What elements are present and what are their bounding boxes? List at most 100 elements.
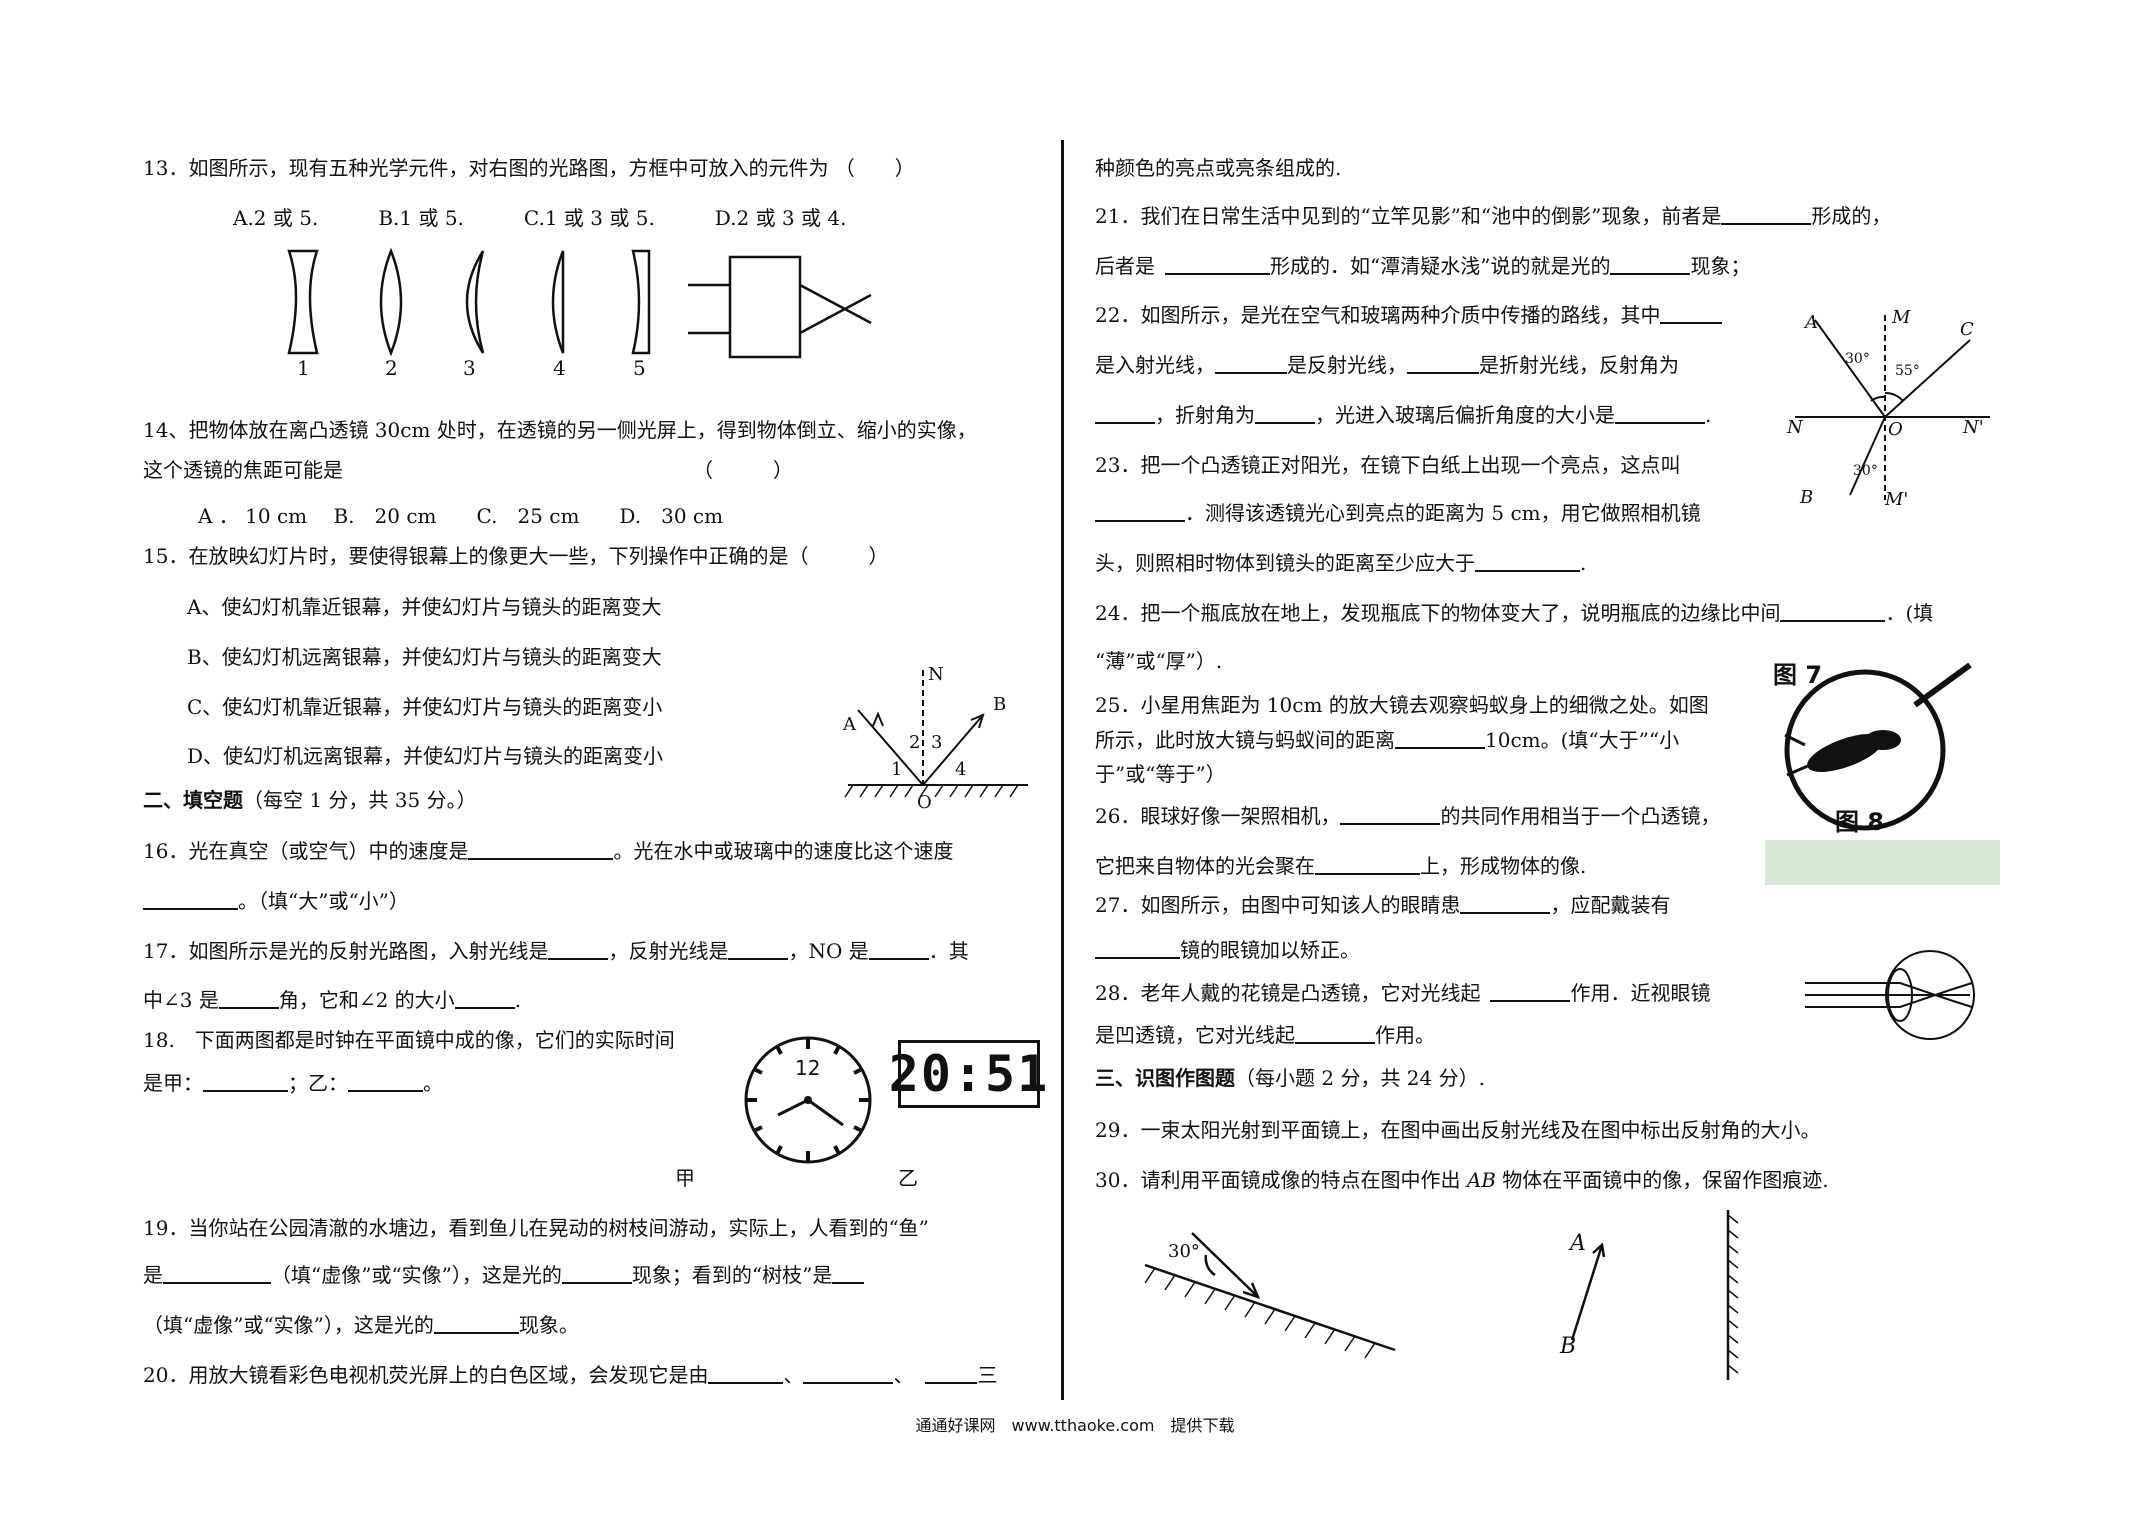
clock-number-12: 12	[795, 1056, 820, 1080]
q17-blank-4[interactable]	[218, 987, 279, 1009]
refr-label-b: B	[1799, 487, 1813, 508]
q15-option-c: C、使幻灯机靠近银幕，并使幻灯片与镜头的距离变小	[187, 695, 663, 719]
column-divider	[1061, 140, 1064, 1400]
q23-text-d: .	[1580, 551, 1587, 575]
q22-line1: 22．如图所示，是光在空气和玻璃两种介质中传播的路线，其中	[1095, 302, 1723, 328]
fig-label-b: B	[993, 694, 1006, 715]
q20-blank-1[interactable]	[708, 1362, 784, 1384]
q14-line1: 14、把物体放在离凸透镜 30cm 处时，在透镜的另一侧光屏上，得到物体倒立、缩…	[143, 418, 977, 442]
q19-blank-3[interactable]	[832, 1262, 865, 1284]
fig-label-o: O	[917, 792, 932, 813]
q19-blank-2[interactable]	[561, 1262, 632, 1284]
q28-text-d: 作用。	[1375, 1023, 1435, 1047]
q22-blank-4[interactable]	[1095, 402, 1155, 424]
analog-clock: 12	[744, 1036, 872, 1164]
refr-label-n-prime: N'	[1962, 417, 1984, 438]
q28-text-c: 是凹透镜，它对光线起	[1095, 1023, 1295, 1047]
q16-text-b: 。光在水中或玻璃中的速度比这个速度	[613, 839, 954, 863]
q26-text-d: 上，形成物体的像.	[1420, 854, 1587, 878]
q25-blank-1[interactable]	[1395, 727, 1485, 749]
q18-line2: 是甲：；乙：。	[143, 1070, 443, 1096]
clock-label-jia: 甲	[675, 1166, 695, 1190]
fig-label-a: A	[842, 714, 857, 735]
q16-blank-1[interactable]	[468, 838, 614, 860]
refr-label-n: N	[1786, 417, 1804, 438]
section3-heading: 三、识图作图题（每小题 2 分，共 24 分）.	[1095, 1065, 1485, 1091]
q16-blank-2[interactable]	[143, 888, 238, 910]
q18-blank-yi[interactable]	[348, 1070, 423, 1092]
q22-blank-5[interactable]	[1255, 402, 1315, 424]
q28-line1: 28．老年人戴的花镜是凸透镜，它对光线起作用．近视眼镜	[1095, 980, 1710, 1006]
refr-angle-30-top: 30°	[1845, 351, 1870, 367]
q19-text-a: 是	[143, 1263, 163, 1287]
lens-label-3: 3	[463, 356, 476, 380]
q30-text-a: 30．请利用平面镜成像的特点在图中作出	[1095, 1168, 1467, 1192]
q21-text-a: 21．我们在日常生活中见到的“立竿见影”和“池中的倒影”现象，前者是	[1095, 204, 1722, 228]
q22-text-d: 是折射光线，反射角为	[1479, 353, 1679, 377]
q26-blank-2[interactable]	[1315, 853, 1420, 875]
q15-option-d: D、使幻灯机远离银幕，并使幻灯片与镜头的距离变小	[187, 744, 664, 768]
q23-line1: 23．把一个凸透镜正对阳光，在镜下白纸上出现一个亮点，这点叫	[1095, 453, 1681, 477]
q17-line1: 17．如图所示是光的反射光路图，入射光线是，反射光线是，NO 是．其	[143, 938, 969, 964]
q21-blank-3[interactable]	[1610, 253, 1691, 275]
q23-text-b: ．测得该透镜光心到亮点的距离为 5 cm，用它做照相机镜	[1185, 501, 1701, 525]
q23-text-c: 头，则照相时物体到镜头的距离至少应大于	[1095, 551, 1475, 575]
q19-blank-4[interactable]	[433, 1312, 519, 1334]
q22-blank-6[interactable]	[1615, 402, 1705, 424]
q17-text-g: .	[514, 988, 522, 1012]
q22-blank-1[interactable]	[1660, 302, 1723, 324]
q17-blank-3[interactable]	[868, 938, 929, 960]
q19-blank-1[interactable]	[163, 1262, 271, 1284]
q16-text-a: 16．光在真空（或空气）中的速度是	[143, 839, 469, 863]
q28-text-b: 作用．近视眼镜	[1570, 981, 1711, 1005]
magnifier-figure: 图 7 图 8	[1765, 655, 2000, 885]
fig7-label: 图 7	[1773, 661, 1822, 689]
section2-heading: 二、填空题（每空 1 分，共 35 分。）	[143, 787, 477, 813]
reflection-figure: N A B O 1 2 3 4	[842, 664, 1028, 813]
q26-line1: 26．眼球好像一架照相机，的共同作用相当于一个凸透镜，	[1095, 803, 1720, 829]
q17-text-b: ，反射光线是	[608, 939, 729, 963]
q18-blank-jia[interactable]	[203, 1070, 288, 1092]
q28-line2: 是凹透镜，它对光线起 作用。	[1095, 1022, 1435, 1048]
q17-text-c: ，NO 是	[788, 939, 869, 963]
q28-blank-1[interactable]	[1490, 980, 1571, 1002]
q22-text-g: .	[1705, 403, 1712, 427]
q23-line3: 头，则照相时物体到镜头的距离至少应大于.	[1095, 550, 1586, 576]
q22-line2: 是入射光线，是反射光线，是折射光线，反射角为	[1095, 352, 1679, 378]
q21-blank-1[interactable]	[1721, 203, 1812, 225]
q23-blank-2[interactable]	[1475, 550, 1580, 572]
q27-blank-1[interactable]	[1460, 892, 1551, 914]
q22-blank-2[interactable]	[1215, 352, 1287, 374]
q20-blank-3[interactable]	[925, 1362, 978, 1384]
q21-line1: 21．我们在日常生活中见到的“立竿见影”和“池中的倒影”现象，前者是形成的，	[1095, 203, 1891, 229]
q17-blank-5[interactable]	[454, 987, 515, 1009]
q27-blank-2[interactable]	[1095, 937, 1180, 959]
lens-label-4: 4	[553, 356, 566, 380]
q20-blank-2[interactable]	[803, 1362, 894, 1384]
q26-blank-1[interactable]	[1340, 803, 1441, 825]
q27-text-c: 镜的眼镜加以矫正。	[1180, 938, 1360, 962]
q17-blank-1[interactable]	[548, 938, 609, 960]
q17-blank-2[interactable]	[728, 938, 789, 960]
q24-blank-1[interactable]	[1780, 600, 1886, 622]
q19-line1: 19．当你站在公园清澈的水塘边，看到鱼儿在晃动的树枝间游动，实际上，人看到的“鱼…	[143, 1216, 929, 1240]
digital-clock: 20:51	[889, 1040, 1047, 1108]
q26-text-a: 26．眼球好像一架照相机，	[1095, 804, 1341, 828]
q13-text: 13．如图所示，现有五种光学元件，对右图的光路图，方框中可放入的元件为 （ ）	[143, 156, 915, 180]
q22-blank-3[interactable]	[1407, 352, 1479, 374]
mirror-ray-figure: 30°	[1144, 1232, 1396, 1359]
q21-blank-2[interactable]	[1165, 253, 1270, 275]
q22-text-a: 22．如图所示，是光在空气和玻璃两种介质中传播的路线，其中	[1095, 303, 1661, 327]
q28-blank-2[interactable]	[1295, 1022, 1375, 1044]
q19-text-b: （填“虚像”或“实像”），这是光的	[271, 1263, 562, 1287]
q15-option-a: A、使幻灯机靠近银幕，并使幻灯片与镜头的距离变大	[187, 595, 662, 619]
q20-line1: 20．用放大镜看彩色电视机荧光屏上的白色区域，会发现它是由、、三	[143, 1362, 997, 1388]
fig30-label-a: A	[1568, 1231, 1586, 1256]
q27-line1: 27．如图所示，由图中可知该人的眼睛患，应配戴装有	[1095, 892, 1670, 918]
q17-text-e: 中∠3 是	[143, 988, 219, 1012]
fig-label-3: 3	[931, 732, 942, 753]
q24-line2: “薄”或“厚”）.	[1095, 649, 1223, 673]
q30-text: 30．请利用平面镜成像的特点在图中作出 AB 物体在平面镜中的像，保留作图痕迹.	[1095, 1167, 1829, 1193]
q21-text-c: 后者是	[1095, 254, 1155, 278]
q23-blank-1[interactable]	[1095, 500, 1185, 522]
